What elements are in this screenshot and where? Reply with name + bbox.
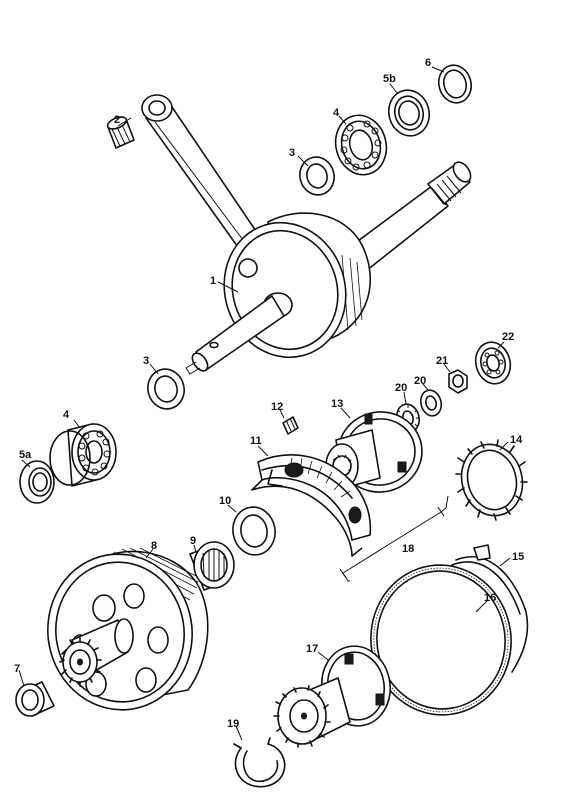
label-part-15: 15 xyxy=(512,551,524,563)
part-16-ring xyxy=(370,564,512,716)
label-part-4-top: 4 xyxy=(333,107,340,119)
label-part-21: 21 xyxy=(436,355,448,367)
label-part-4-bottom: 4 xyxy=(63,409,70,421)
label-part-19: 19 xyxy=(227,718,239,730)
label-part-5a: 5a xyxy=(19,449,32,461)
label-part-10: 10 xyxy=(219,495,231,507)
part-11-clutch-shoes xyxy=(251,454,372,557)
part-3-washer-top xyxy=(299,156,335,196)
label-part-11: 11 xyxy=(250,435,262,447)
label-part-20-a: 20 xyxy=(395,382,407,394)
label-part-9: 9 xyxy=(190,535,196,547)
label-part-7: 7 xyxy=(14,663,20,675)
part-8-clutch-drum xyxy=(47,547,209,711)
label-part-16: 16 xyxy=(484,592,496,604)
label-part-5b: 5b xyxy=(383,73,396,85)
part-3-washer-bottom xyxy=(147,368,185,410)
label-part-14: 14 xyxy=(510,434,523,446)
label-part-8: 8 xyxy=(151,540,157,552)
part-15-spring-clip xyxy=(451,544,529,673)
part-4-bearing-top xyxy=(334,114,388,176)
part-19-circlip xyxy=(233,737,286,788)
part-17-starter-gear xyxy=(273,645,391,748)
part-2-needle-bearing xyxy=(106,116,135,149)
part-labels: 1 2 3 3 4 4 5a 5b 6 7 8 9 10 11 12 13 14… xyxy=(14,57,524,730)
part-9-needle-bearing xyxy=(189,541,235,591)
part-21-nut xyxy=(448,369,468,394)
part-7-bush xyxy=(15,681,55,717)
part-14-tab-washer xyxy=(455,439,528,521)
label-part-2: 2 xyxy=(114,114,120,126)
part-13-hub xyxy=(325,411,423,493)
label-part-13: 13 xyxy=(331,398,343,410)
label-part-3-bottom: 3 xyxy=(143,355,149,367)
part-18-dimension-bracket xyxy=(339,495,449,582)
part-22-bearing xyxy=(474,341,512,385)
label-part-22: 22 xyxy=(502,331,514,343)
label-part-18: 18 xyxy=(402,543,414,555)
part-5a-oil-seal xyxy=(19,460,55,504)
part-20-washer-a xyxy=(419,389,443,417)
part-6-ring xyxy=(437,64,473,104)
part-1-crankshaft xyxy=(141,94,472,375)
part-5b-oil-seal xyxy=(387,89,431,137)
label-part-3-top: 3 xyxy=(289,147,295,159)
part-12-screw xyxy=(282,416,299,435)
label-part-6: 6 xyxy=(425,57,431,69)
label-part-17: 17 xyxy=(306,643,318,655)
label-part-20-b: 20 xyxy=(414,375,426,387)
label-part-1: 1 xyxy=(210,275,216,287)
label-part-12: 12 xyxy=(271,401,283,413)
leader-lines xyxy=(18,66,511,741)
part-10-washer xyxy=(232,506,276,556)
part-4-bearing-bottom xyxy=(49,423,117,487)
